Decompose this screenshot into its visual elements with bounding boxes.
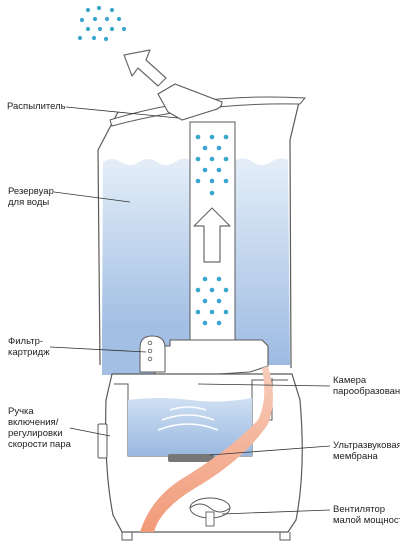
label-knob-line4: скорости пара xyxy=(8,439,71,450)
chamber-housing xyxy=(154,339,269,379)
lower-water xyxy=(128,398,252,456)
label-fan-line2: малой мощности xyxy=(333,515,400,526)
reservoir-water xyxy=(102,158,190,340)
mist-dots xyxy=(77,5,127,42)
fan xyxy=(189,497,231,527)
label-filter: Фильтр- картридж xyxy=(8,336,50,358)
label-filter-line2: картридж xyxy=(8,347,50,358)
tube-dots-upper xyxy=(195,134,229,196)
mist-arrow xyxy=(123,49,167,87)
label-fan-line1: Вентилятор xyxy=(333,504,386,515)
ripples xyxy=(157,406,219,431)
feet xyxy=(121,532,291,541)
reservoir-water-right xyxy=(235,158,290,365)
label-knob: Ручка включения/ регулировки скорости па… xyxy=(8,406,71,450)
label-fan: Вентилятор малой мощности xyxy=(333,504,400,526)
label-knob-line1: Ручка xyxy=(8,406,34,417)
label-membrane: Ультразвуковая мембрана xyxy=(333,440,400,462)
tube-dots-lower xyxy=(195,276,229,326)
label-reservoir-line1: Резервуар xyxy=(8,186,54,197)
leader-lines xyxy=(49,106,331,515)
label-membrane-line1: Ультразвуковая xyxy=(333,440,400,451)
label-filter-line1: Фильтр- xyxy=(8,336,44,347)
tube-up-arrow xyxy=(193,207,231,263)
label-chamber: Камера парообразования xyxy=(333,375,400,397)
label-reservoir-line2: для воды xyxy=(8,197,50,208)
sprayer-nozzle xyxy=(157,83,223,121)
label-knob-line3: регулировки xyxy=(8,428,63,439)
label-sprayer-text: Распылитель xyxy=(7,101,66,112)
label-chamber-line2: парообразования xyxy=(333,386,400,397)
label-reservoir: Резервуар для воды xyxy=(8,186,54,208)
ultrasonic-membrane xyxy=(168,454,214,462)
label-chamber-line1: Камера xyxy=(333,375,367,386)
airflow-path xyxy=(140,366,273,532)
label-knob-line2: включения/ xyxy=(8,417,59,428)
label-membrane-line2: мембрана xyxy=(333,451,378,462)
control-knob xyxy=(97,423,108,459)
label-sprayer: Распылитель xyxy=(7,101,66,112)
